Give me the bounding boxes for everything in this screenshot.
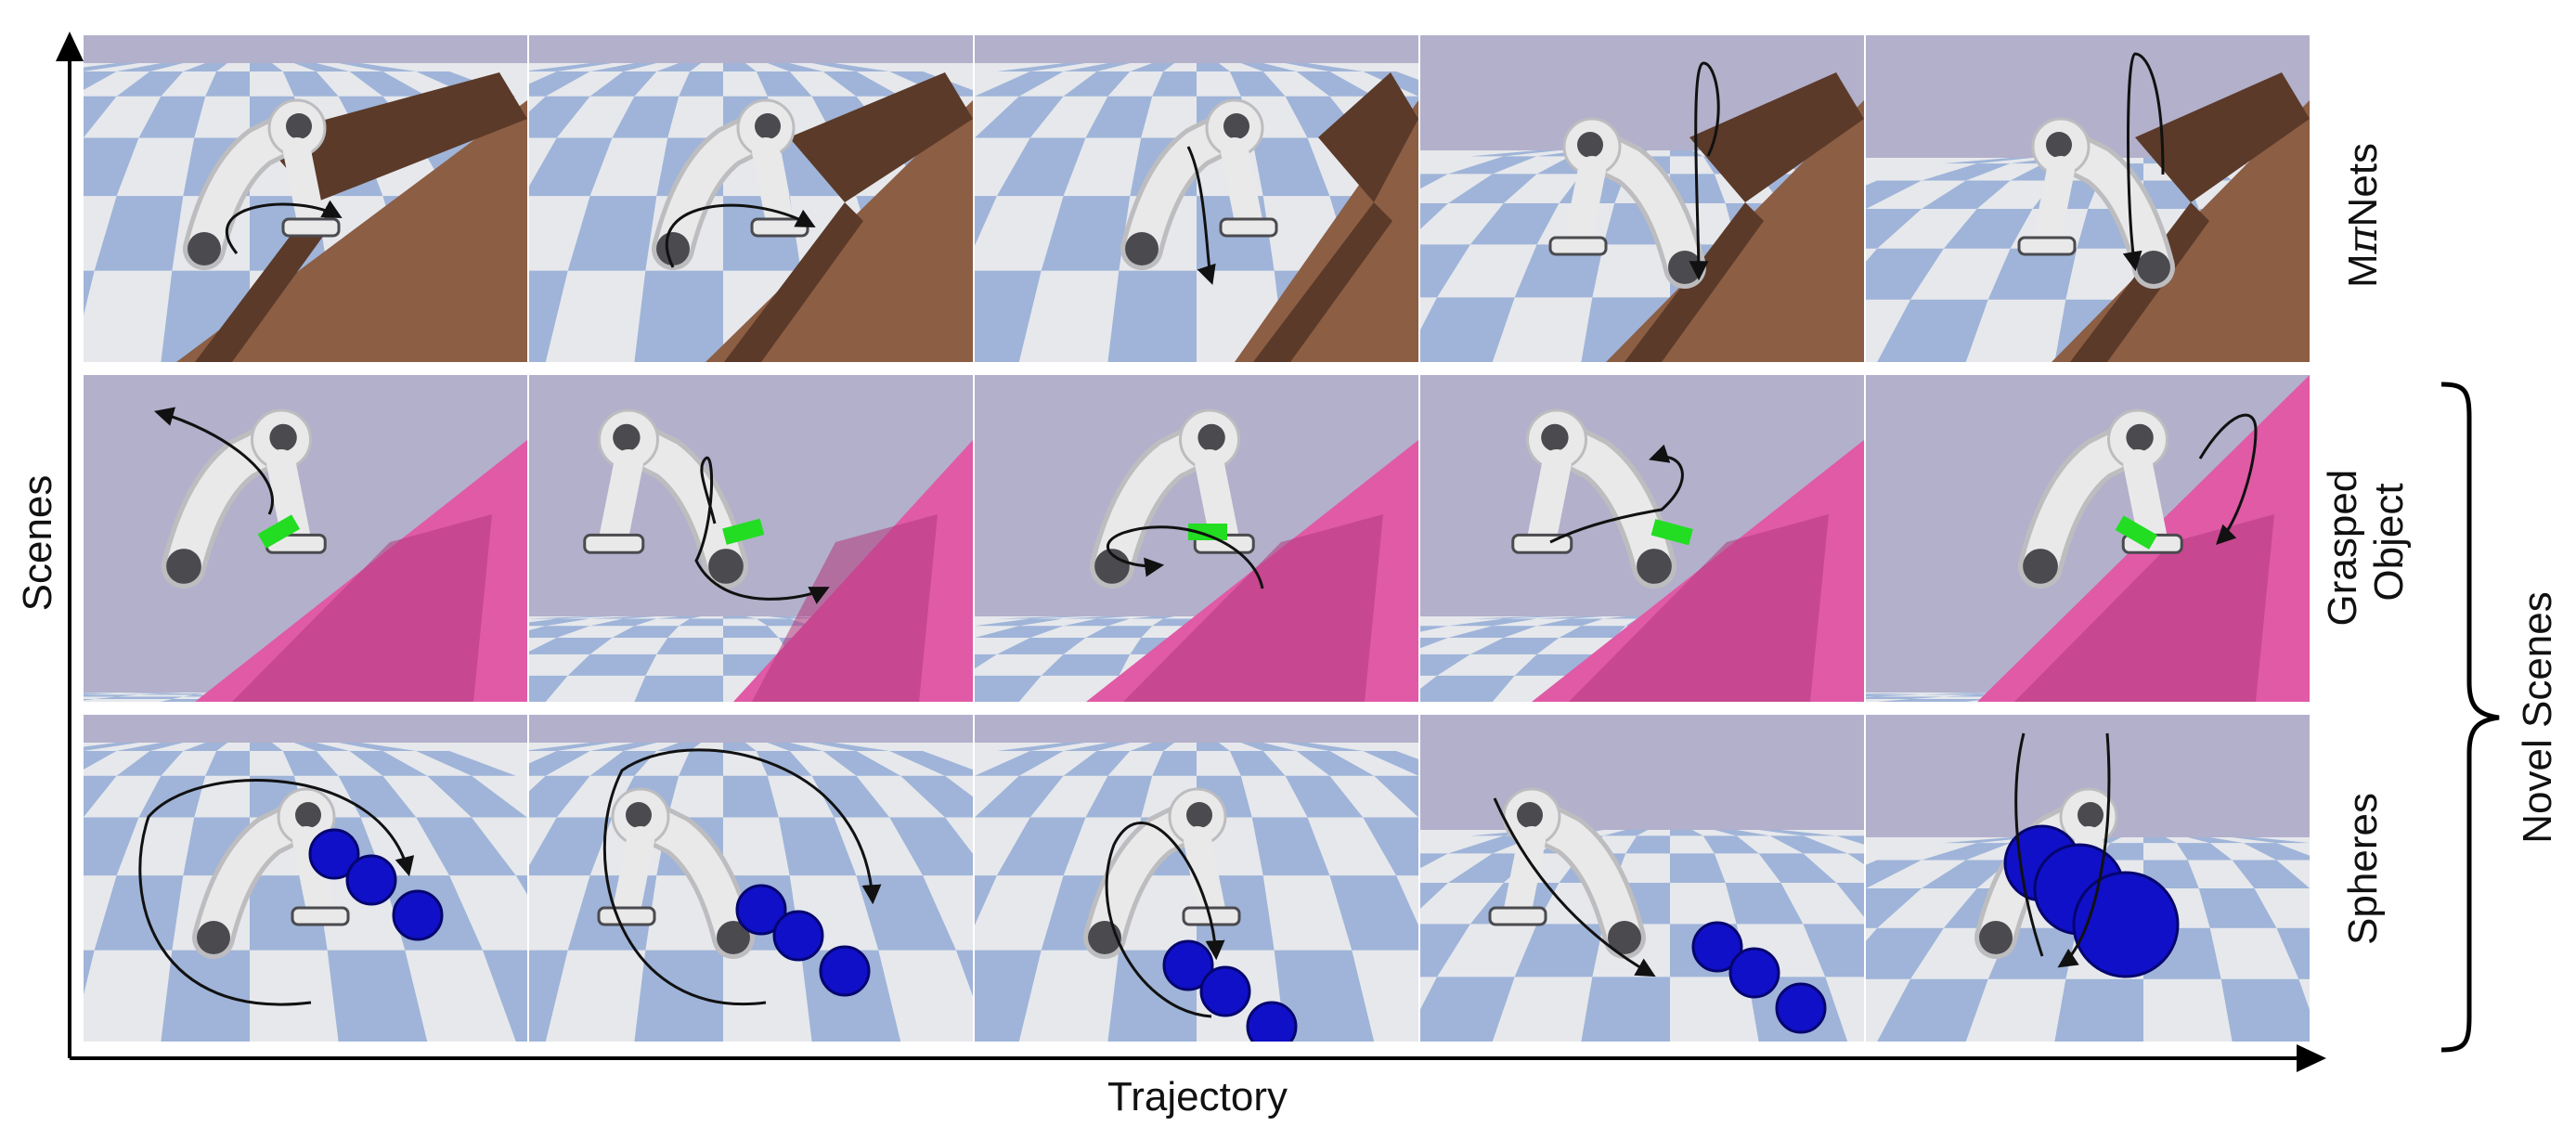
row-label-mpinets: MπNets	[2339, 143, 2387, 288]
panel-spheres-frame-3	[975, 715, 1418, 1042]
x-axis: Trajectory	[70, 1044, 2326, 1120]
x-axis-label: Trajectory	[1107, 1074, 1288, 1120]
panel-grasped-object-frame-3	[975, 375, 1418, 702]
panel-grasped-object-frame-5	[1866, 375, 2310, 702]
panel-grasped-object-frame-2	[529, 375, 973, 702]
panel-spheres-frame-1	[84, 715, 527, 1042]
row-label-spheres: Spheres	[2340, 793, 2386, 945]
panel-grasped-object-frame-4	[1420, 375, 1864, 702]
panel-mpinets-frame-3	[975, 35, 1418, 362]
panel-spheres-frame-2	[529, 715, 973, 1042]
panel-mpinets-frame-2	[529, 35, 973, 362]
panel-mpinets-frame-1	[84, 35, 527, 362]
group-label-novel-scenes: Novel Scenes	[2515, 591, 2560, 843]
panel-spheres-frame-4	[1420, 715, 1864, 1042]
panel-mpinets-frame-4	[1420, 35, 1864, 362]
row-label-grasped-object: Grasped Object	[2320, 459, 2412, 627]
y-axis-label: Scenes	[15, 475, 60, 612]
panel-mpinets-frame-5	[1866, 35, 2310, 362]
y-axis: Scenes	[15, 32, 84, 1058]
panel-grid	[84, 35, 2310, 1042]
novel-scenes-brace	[2440, 382, 2500, 1053]
panel-spheres-frame-5	[1866, 715, 2310, 1042]
panel-grasped-object-frame-1	[84, 375, 527, 702]
